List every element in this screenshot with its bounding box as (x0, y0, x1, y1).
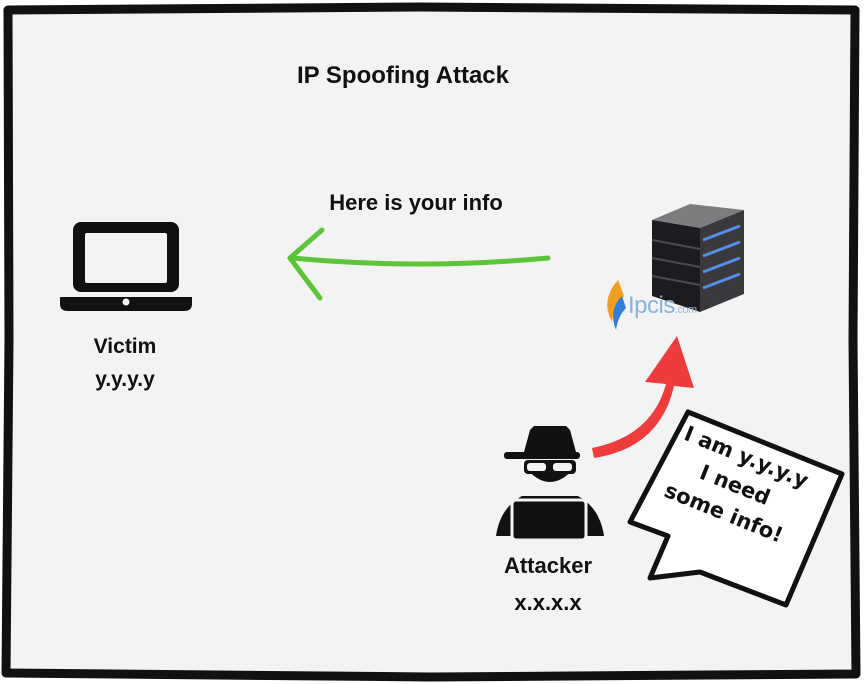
victim-ip: y.y.y.y (95, 368, 155, 391)
laptop-icon (60, 222, 192, 311)
server-logo-suffix: .com (674, 304, 697, 316)
attacker-icon (496, 426, 604, 542)
reply-arrow (287, 227, 551, 301)
server-logo-text: Ipcis (628, 292, 675, 319)
spoof-arrow (592, 336, 694, 458)
speech-bubble (627, 409, 845, 608)
logo-mark-icon (607, 280, 626, 330)
server-logo: Ipcis.com (628, 292, 697, 320)
page-title: IP Spoofing Attack (296, 62, 509, 89)
server-icon (651, 204, 744, 312)
attacker-ip: x.x.x.x (514, 590, 582, 615)
victim-label: Victim (93, 335, 157, 358)
reply-arrow-label: Here is your info (329, 190, 503, 215)
attacker-label: Attacker (503, 553, 593, 578)
